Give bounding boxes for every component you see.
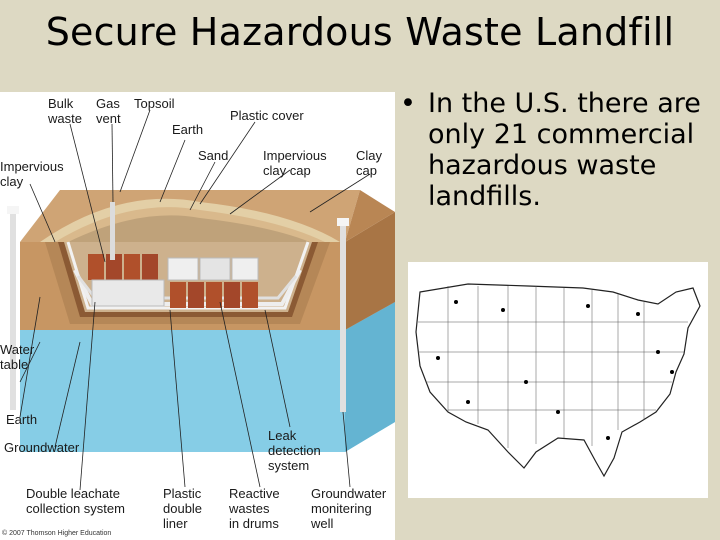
label-topsoil: Topsoil: [134, 96, 175, 111]
label-leak-detection: Leak detection system: [268, 428, 321, 473]
label-clay-cap: Clay cap: [356, 148, 383, 178]
label-water-table: Water table: [0, 342, 35, 372]
bullet-list: • In the U.S. there are only 21 commerci…: [398, 88, 716, 212]
label-bulk-waste: Bulk waste: [48, 96, 82, 126]
label-double-leachate: Double leachate collection system: [26, 486, 125, 516]
us-map-outline: [415, 283, 701, 478]
water-table-layer: [20, 302, 395, 452]
copyright-text: © 2007 Thomson Higher Education: [2, 530, 112, 537]
monitoring-well-left: [10, 210, 16, 410]
label-reactive-wastes: Reactive wastes in drums: [229, 486, 280, 531]
gas-vent: [110, 202, 115, 260]
callout-lines: [19, 109, 371, 491]
bullet-item: • In the U.S. there are only 21 commerci…: [398, 88, 716, 212]
label-groundwater-monitoring: Groundwater monitering well: [311, 486, 387, 531]
slide-title: Secure Hazardous Waste Landfill: [45, 10, 675, 54]
label-sand: Sand: [198, 148, 229, 163]
monitoring-well-right: [340, 222, 346, 412]
landfill-diagram: Bulk waste Gas vent Topsoil Earth Plasti…: [0, 92, 395, 540]
label-plastic-cover: Plastic cover: [230, 108, 304, 123]
label-earth-bottom: Earth: [6, 412, 38, 427]
label-groundwater: Groundwater: [4, 440, 80, 455]
label-earth-top: Earth: [172, 122, 204, 137]
us-landfill-map: [408, 262, 708, 498]
bulk-waste-blocks: [91, 257, 259, 307]
label-impervious-clay-cap: Impervious clay cap: [263, 148, 327, 178]
label-plastic-double-liner: Plastic double liner: [163, 486, 203, 531]
landfill-cross-section: [7, 109, 395, 491]
bullet-text: In the U.S. there are only 21 commercial…: [428, 88, 701, 212]
label-impervious-clay: Impervious clay: [0, 159, 64, 189]
label-gas-vent: Gas vent: [96, 96, 121, 126]
waste-drums: [88, 254, 258, 308]
bullet-marker: •: [400, 88, 416, 119]
